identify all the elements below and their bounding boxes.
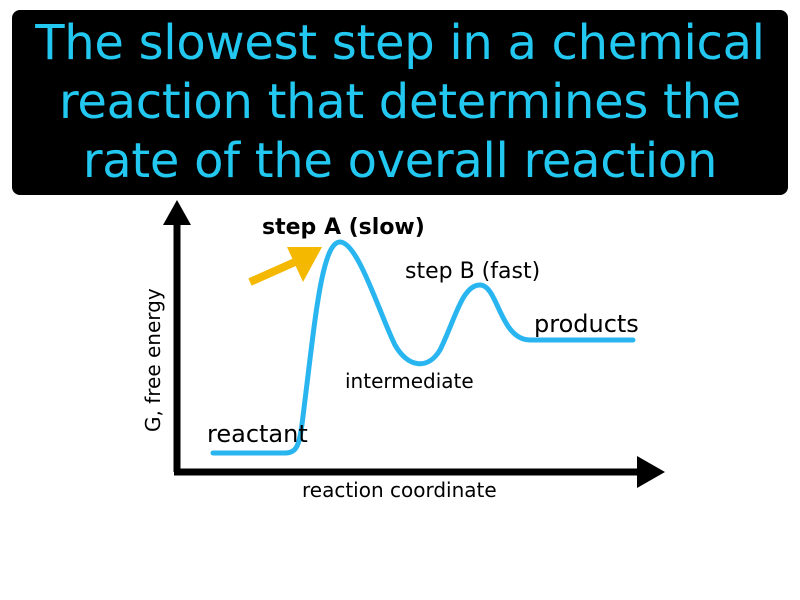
definition-banner: The slowest step in a chemical reaction …	[12, 10, 788, 195]
reaction-energy-curve	[210, 239, 636, 456]
definition-line-3: rate of the overall reaction	[82, 133, 718, 189]
definition-line-1: The slowest step in a chemical	[35, 15, 765, 71]
step-a-arrow-shaft	[248, 258, 297, 286]
definition-line-2: reaction that determines the	[59, 74, 741, 130]
step-b-label: step B (fast)	[405, 259, 540, 284]
step-a-label: step A (slow)	[262, 215, 425, 240]
y-axis-label: G, free energy	[141, 288, 165, 432]
step-a-arrow-head	[287, 247, 322, 282]
x-axis-label: reaction coordinate	[302, 478, 497, 502]
intermediate-label: intermediate	[345, 369, 474, 393]
x-axis-arrowhead	[637, 456, 665, 488]
reactant-label: reactant	[207, 420, 308, 448]
products-label: products	[534, 310, 639, 338]
y-axis-arrowhead	[163, 200, 191, 225]
